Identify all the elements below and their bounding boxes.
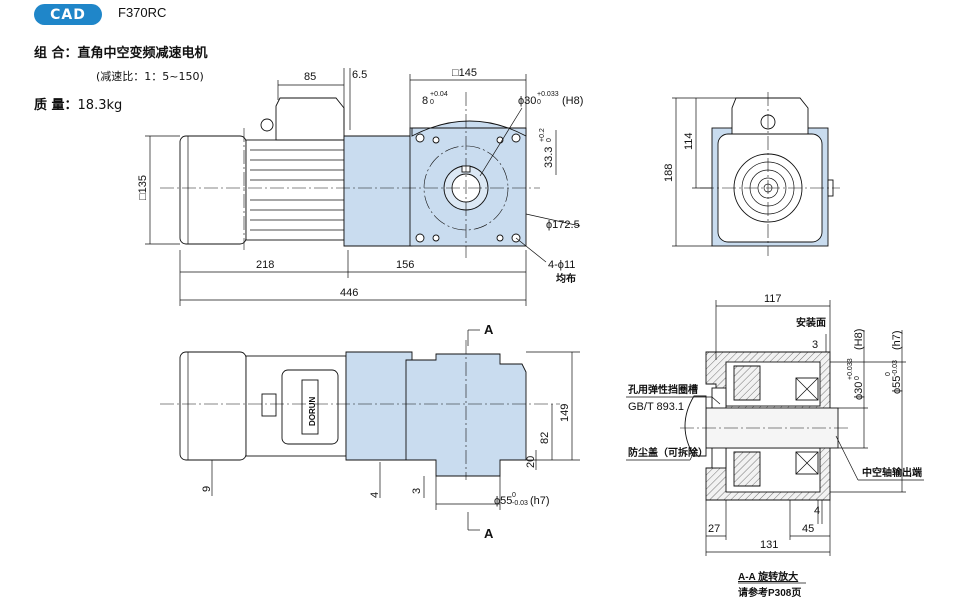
section-reference: 请参考P308页: [738, 586, 801, 599]
dim-holes-note: 均布: [556, 272, 576, 285]
cable-gland: [260, 118, 274, 132]
dim-pcd: ϕ172.5: [546, 219, 580, 231]
dim-shaft-tol: 0: [512, 492, 516, 499]
composition-row: 组 合：直角中空变频减速电机: [34, 42, 208, 61]
dim-85: 85: [304, 71, 316, 83]
composition-label: 组 合：: [34, 46, 78, 61]
dim-section-131: 131: [760, 539, 778, 551]
groove-label: 孔用弹性挡圈槽: [628, 383, 698, 396]
terminal-box: [275, 97, 345, 141]
bottom-gearbox-neck: [345, 351, 413, 461]
dim-149: 149: [559, 404, 571, 422]
gearbox-top: [411, 120, 527, 137]
cad-badge: CAD: [34, 4, 102, 25]
dim-section-shaft-fit: (h7): [891, 330, 903, 350]
mass-label: 质 量：: [34, 98, 78, 113]
dim-section-27: 27: [708, 523, 720, 535]
dim-6-5: 6.5: [352, 69, 367, 81]
dim-shaft-fit: (h7): [530, 495, 550, 507]
dim-bore-tol: +0.033: [537, 91, 559, 98]
dim-bore-tol2: 0: [537, 99, 541, 106]
dim-section-3: 3: [812, 339, 818, 351]
dim-shaft: ϕ55: [494, 495, 512, 507]
dim-section-4: 4: [814, 505, 820, 517]
composition-value: 直角中空变频减速电机: [77, 46, 208, 61]
dim-82: 82: [539, 432, 551, 444]
ratio-note: (减速比：1：5~150): [96, 70, 204, 83]
dim-114: 114: [683, 132, 695, 150]
dim-key8-tol2: 0: [430, 99, 434, 106]
dim-shaft-tol2: -0.03: [512, 500, 528, 507]
motor-body: [245, 139, 345, 241]
dust-cover: [684, 395, 707, 457]
dim-33-3-tol2: 0: [546, 138, 553, 142]
dim-bore: ϕ30: [518, 95, 536, 107]
mass-row: 质 量：18.3kg: [34, 94, 122, 113]
label-plate: DORUN: [308, 396, 317, 426]
dim-20: 20: [525, 456, 537, 468]
section-mark-bottom: A: [484, 526, 494, 541]
dim-sq135: □135: [137, 175, 149, 200]
dim-sq145: □145: [452, 67, 477, 79]
dust-cover-label: 防尘盖（可拆除）: [628, 446, 708, 459]
motor-fins: [250, 149, 344, 231]
dim-446: 446: [340, 287, 358, 299]
hollow-out-label: 中空轴输出端: [862, 466, 922, 479]
fan-cover: [179, 135, 247, 245]
front-view: 85 6.5 □145 8 +0.04 0 ϕ30 +0.033 0 (H8) …: [137, 67, 583, 306]
dim-188: 188: [663, 164, 675, 182]
bottom-fan-cover: [179, 351, 247, 461]
dim-4: 4: [369, 492, 381, 498]
dim-9: 9: [201, 486, 213, 492]
groove-std: GB/T 893.1: [628, 401, 684, 413]
section-view: 117 安装面 3 ϕ30 +0.033 0 (H8) ϕ55 0 -0.03 …: [626, 293, 924, 599]
dim-section-shaft-tol: 0: [885, 372, 892, 376]
dim-section-bore-tol: +0.033: [847, 358, 854, 380]
dim-holes: 4-ϕ11: [548, 259, 575, 271]
dim-section-bore-tol2: 0: [854, 376, 861, 380]
dim-key8-tol: +0.04: [430, 91, 448, 98]
dim-section-bore-fit: (H8): [853, 329, 865, 350]
mount-holes: [415, 133, 521, 243]
dim-section-shaft-tol2: -0.03: [892, 360, 899, 376]
section-caption: A-A 旋转放大: [738, 570, 798, 583]
model-number: F370RC: [118, 5, 167, 20]
dim-156: 156: [396, 259, 414, 271]
dim-33-3-tol: +0.2: [539, 128, 546, 142]
side-view: 114 188: [663, 92, 840, 256]
gearbox-neck: [343, 135, 413, 247]
dim-bore-fit: (H8): [562, 95, 583, 107]
bottom-view: DORUN A A 149 82 20 9 4 3 ϕ55 0 -0.03 (h…: [160, 322, 580, 541]
mass-value: 18.3kg: [77, 98, 123, 113]
mount-face-label: 安装面: [796, 316, 826, 329]
dim-33-3: 33.3: [543, 147, 555, 168]
dim-section-bore: ϕ30: [853, 382, 865, 400]
dim-key8: 8: [422, 95, 428, 107]
dim-117: 117: [764, 293, 782, 305]
dim-218: 218: [256, 259, 274, 271]
dim-3: 3: [411, 488, 423, 494]
dim-section-45: 45: [802, 523, 814, 535]
dim-section-shaft: ϕ55: [891, 376, 903, 394]
section-mark-top: A: [484, 322, 494, 337]
